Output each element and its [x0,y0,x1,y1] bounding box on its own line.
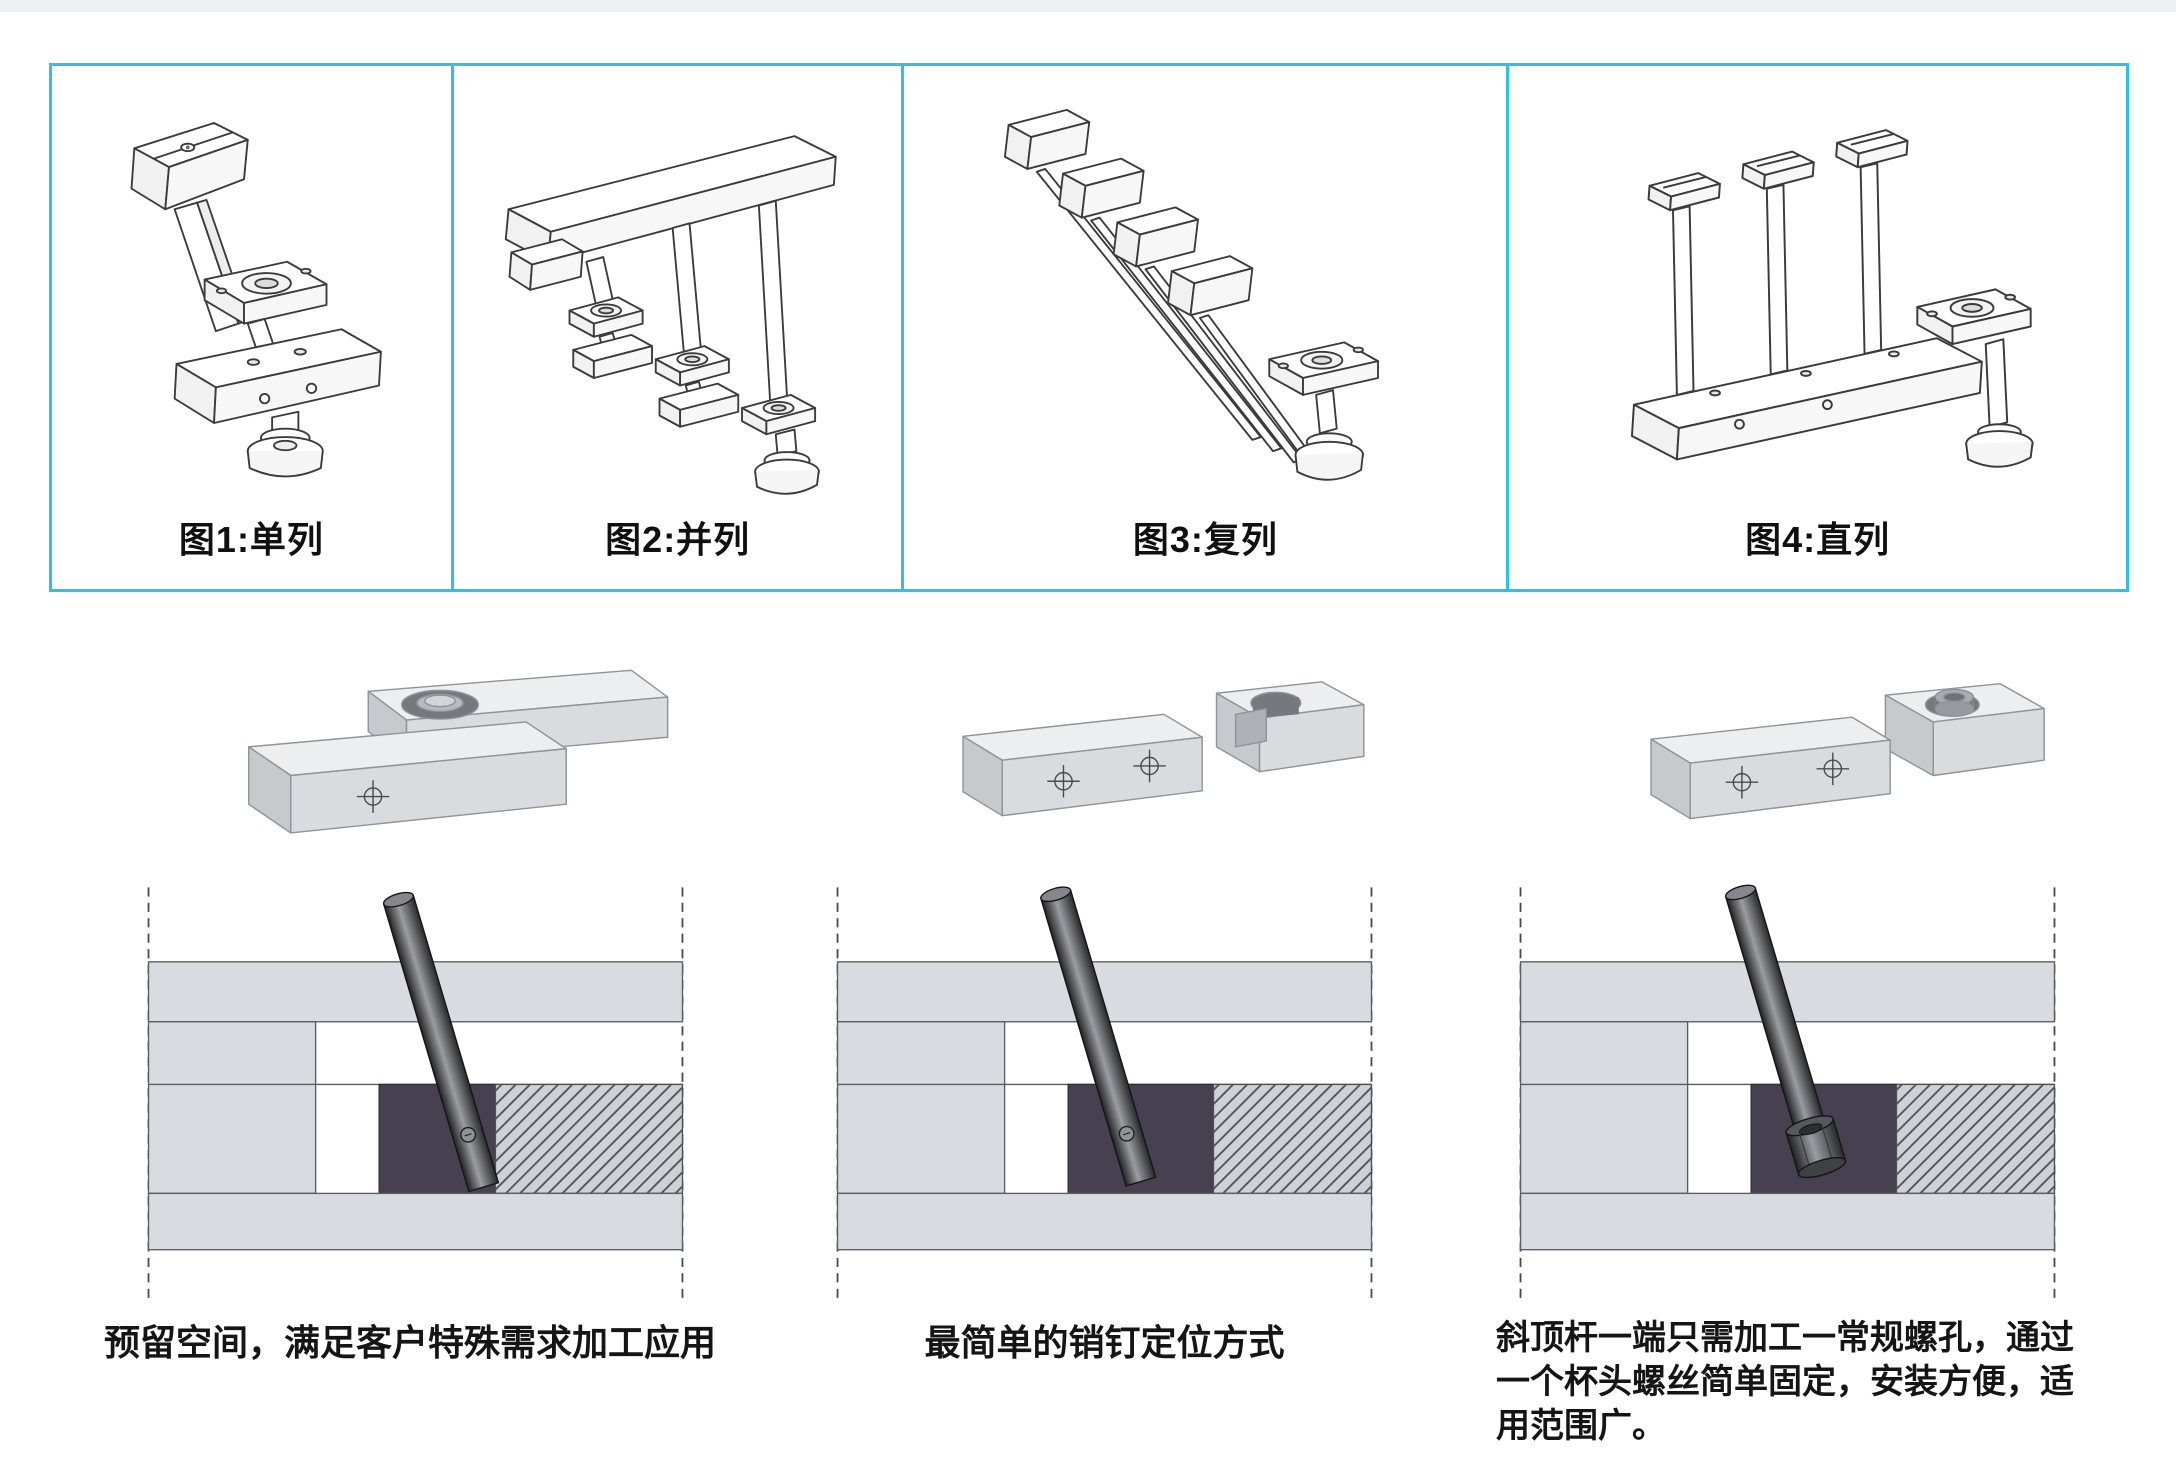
angle-pin-rod [382,891,500,1193]
caption-section-1: 预留空间，满足客户特殊需求加工应用 [103,1322,716,1363]
figure-2-drawing [505,135,838,495]
figure-3-drawing [1003,108,1379,481]
angle-pin-rod-with-screw [1724,884,1847,1179]
figure-4-label: 图4:直列 [1745,519,1891,560]
caption-section-2: 最简单的销钉定位方式 [924,1322,1285,1363]
scan-artifact-strip [0,0,2176,12]
iso-blocks-3-drawing [1650,682,2045,820]
figure-2-label: 图2:并列 [605,519,751,560]
iso-blocks-2-drawing [962,681,1365,817]
caption-section-3: 斜顶杆一端只需加工一常规螺孔，通过一个杯头螺丝简单固定，安装方便，适用范围广。 [1496,1319,2074,1446]
figure-panel-3: 图3:复列 [901,66,1506,589]
figure-1-drawing [130,122,382,478]
angle-pin-rod [1040,886,1157,1187]
cross-section-2-drawing [836,886,1373,1300]
figure-3-label: 图3:复列 [1132,519,1278,560]
cross-section-3-drawing [1519,884,2056,1300]
figure-panel-1: 图1:单列 [52,66,451,589]
cross-section-1-drawing [147,887,684,1300]
figure-panel-4: 图4:直列 [1506,66,2126,589]
assembly-types-panel: 图1:单列 [49,63,2129,592]
figure-1-label: 图1:单列 [178,519,324,560]
figure-panel-2: 图2:并列 [450,66,902,589]
figure-4-drawing [1630,129,2034,468]
iso-blocks-1-drawing [247,669,669,834]
